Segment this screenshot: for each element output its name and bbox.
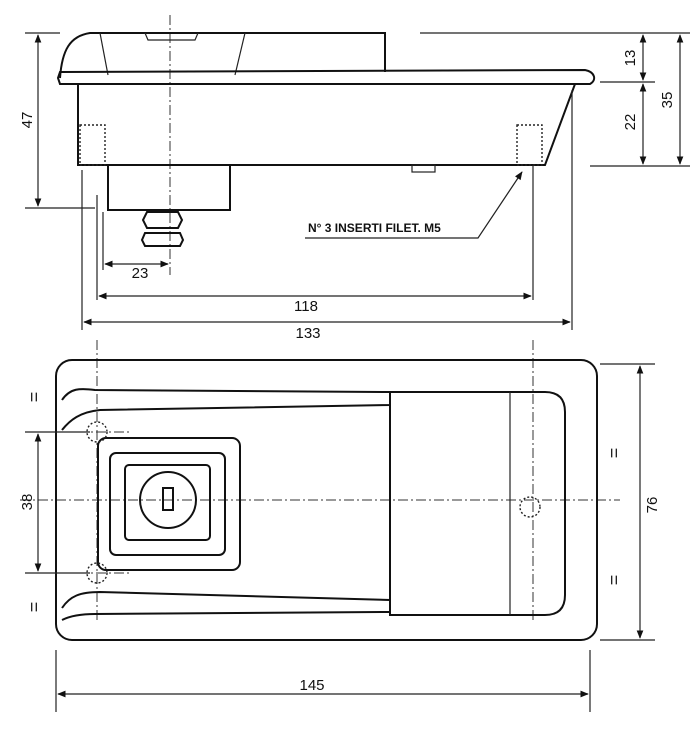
dim-label-22: 22 xyxy=(622,114,639,131)
lock-bezel xyxy=(124,464,211,541)
cam xyxy=(140,232,185,247)
key-slot xyxy=(162,487,174,511)
lock-plate xyxy=(97,437,241,571)
threaded-insert-right xyxy=(516,124,543,166)
dim-label-133: 133 xyxy=(295,325,320,342)
side-view: 47 13 22 35 N° 3 INSERTI FILET. M5 23 11… xyxy=(19,15,690,342)
note-leader xyxy=(305,171,523,239)
mounting-plate xyxy=(55,359,598,641)
equal-mark: = xyxy=(604,448,624,459)
equal-mark: = xyxy=(24,392,44,403)
insert-hole xyxy=(86,562,108,584)
front-view: 38 = = 76 = = 145 xyxy=(19,340,661,712)
dim-label-13: 13 xyxy=(622,50,639,67)
dim-label-35: 35 xyxy=(659,92,676,109)
handle-cap xyxy=(59,32,386,79)
cap-detail xyxy=(99,32,246,76)
handle-grip xyxy=(389,391,566,616)
equal-mark: = xyxy=(604,575,624,586)
dim-label-145: 145 xyxy=(299,677,324,694)
flange xyxy=(56,68,596,85)
nut xyxy=(141,211,184,229)
dim-label-23: 23 xyxy=(132,265,149,282)
equal-mark: = xyxy=(24,602,44,613)
recess-top xyxy=(61,388,391,431)
recess-bottom xyxy=(61,590,391,621)
inserts-note: N° 3 INSERTI FILET. M5 xyxy=(308,221,441,235)
housing-body xyxy=(77,83,576,166)
insert-hole xyxy=(86,421,108,443)
body-tab xyxy=(411,164,436,173)
dim-label-118: 118 xyxy=(294,298,318,315)
lock-barrel xyxy=(139,471,197,529)
dim-label-38: 38 xyxy=(19,494,36,511)
dim-label-47: 47 xyxy=(19,112,36,129)
insert-hole xyxy=(519,496,541,518)
lock-cylinder xyxy=(107,164,231,211)
threaded-insert-left xyxy=(79,124,106,166)
dim-label-76: 76 xyxy=(644,497,661,514)
